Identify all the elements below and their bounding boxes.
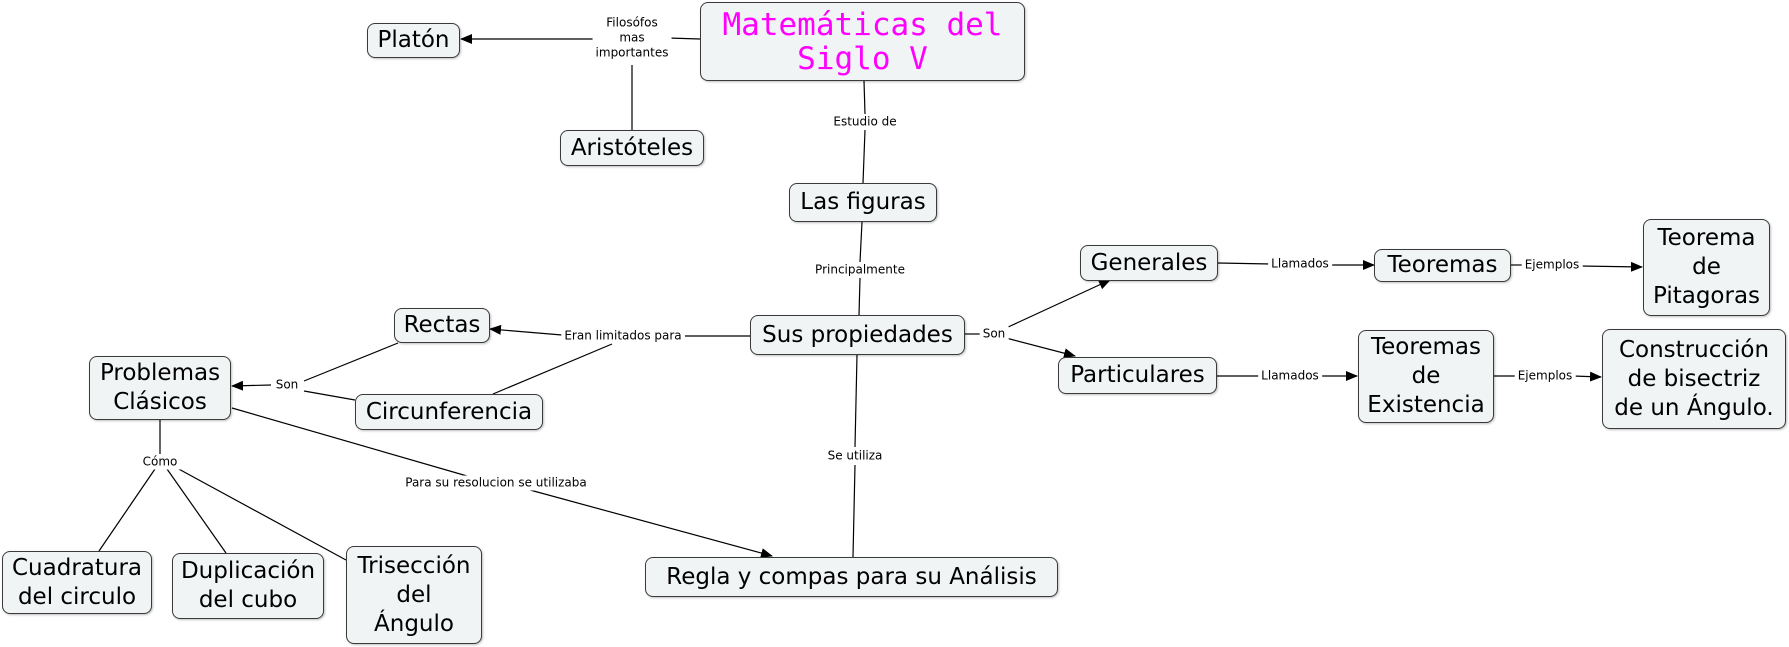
main-title-node[interactable]: Matemáticas del Siglo V [700,2,1025,81]
node-teoremas[interactable]: Teoremas [1374,249,1511,282]
node-regla-compas[interactable]: Regla y compas para su Análisis [645,557,1058,597]
link-label-son-problemas: Son [272,377,302,393]
line-title-estudio [863,80,866,115]
node-particulares[interactable]: Particulares [1058,357,1217,394]
link-label-principalmente: Principalmente [812,262,908,278]
line-ejemplos-construccion [1572,371,1602,382]
line-title-filosofos [667,37,701,40]
link-label-son-propiedades: Son [979,326,1009,342]
node-triseccion[interactable]: Trisección del Ángulo [346,546,482,644]
node-generales[interactable]: Generales [1080,245,1218,281]
link-label-eran-limitados: Eran limitados para [561,328,685,344]
line-seutiliza-regla [852,464,856,558]
line-son-problemas [231,380,272,391]
node-aristoteles[interactable]: Aristóteles [560,130,704,166]
link-label-se-utiliza: Se utiliza [824,448,886,464]
link-label-llamados-generales: Llamados [1268,256,1332,272]
line-generales-llamados [1217,262,1273,265]
line-propiedades-seutiliza [854,354,858,448]
link-label-estudio-de: Estudio de [830,114,900,130]
line-figuras-principalmente [859,221,863,263]
node-construccion-bisectriz[interactable]: Construcción de bisectriz de un Ángulo. [1602,329,1786,429]
link-label-ejemplos-existencia: Ejemplos [1514,368,1576,384]
line-rectas-son [303,342,399,382]
line-problemas-resolucion [231,407,475,479]
link-label-como: Cómo [139,454,181,470]
node-duplicacion[interactable]: Duplicación del cubo [172,553,324,619]
node-rectas[interactable]: Rectas [394,308,490,343]
node-teorema-pitagoras[interactable]: Teorema de Pitagoras [1643,219,1770,316]
line-como-triseccion [174,466,347,561]
line-eran-rectas [489,324,563,336]
line-son-particulares [1005,337,1076,359]
node-sus-propiedades[interactable]: Sus propiedades [750,315,965,355]
node-cuadratura[interactable]: Cuadratura del circulo [2,551,152,614]
node-problemas-clasicos[interactable]: Problemas Clásicos [89,356,231,420]
link-label-ejemplos-teoremas: Ejemplos [1521,257,1583,273]
node-las-figuras[interactable]: Las figuras [789,183,937,222]
line-circunferencia-son [303,390,356,401]
link-label-filosofos: Filosófos mas importantes [592,15,672,61]
line-como-duplicacion [166,468,227,554]
line-principalmente-propiedades [858,277,861,316]
line-circunferencia-eran [492,343,613,395]
line-como-cuadratura [98,468,156,552]
line-ejemplos-pitagoras [1579,261,1643,272]
link-label-para-resolucion: Para su resolucion se utilizaba [402,475,590,491]
line-son-generales [1005,279,1111,329]
line-resolucion-regla [529,489,773,558]
line-estudio-figuras [862,129,866,184]
link-label-llamados-particulares: Llamados [1258,368,1322,384]
node-teoremas-existencia[interactable]: Teoremas de Existencia [1358,330,1494,423]
node-circunferencia[interactable]: Circunferencia [355,394,543,430]
node-platon[interactable]: Platón [367,23,460,58]
